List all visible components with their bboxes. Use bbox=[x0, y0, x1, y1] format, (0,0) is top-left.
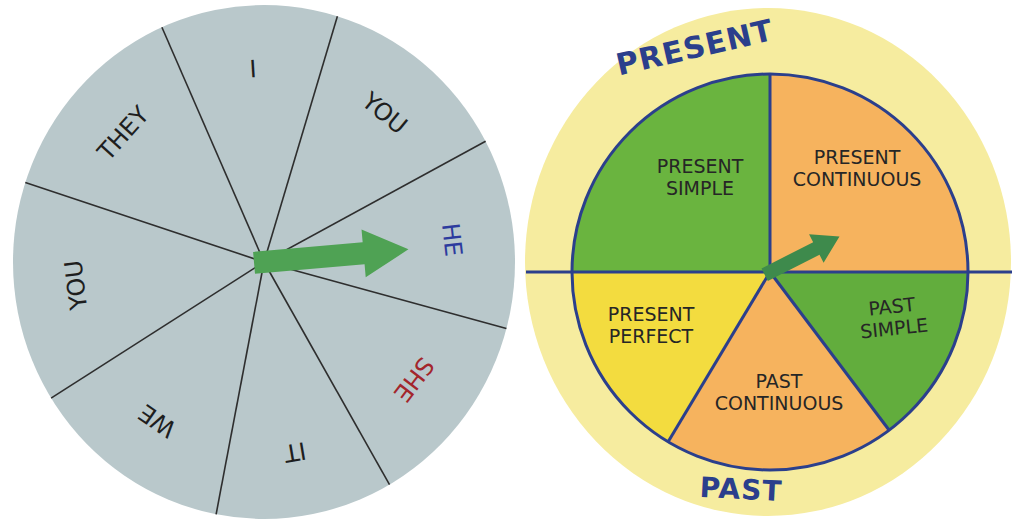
sector-lines bbox=[25, 16, 506, 514]
tense-wheel: PRESENT PAST PRESENT SIMPLE PRESENT CONTINU… bbox=[523, 6, 1013, 518]
heading-holder: PRESENT bbox=[613, 13, 777, 83]
spinner-arrow bbox=[757, 222, 846, 289]
sector-fill bbox=[770, 74, 968, 272]
sector-fill bbox=[572, 74, 770, 272]
sector-label: I bbox=[248, 56, 257, 84]
arrow-shape bbox=[252, 225, 411, 286]
tense-sector: PAST CONTINUOUS bbox=[713, 369, 846, 417]
outer-disc bbox=[525, 8, 1011, 516]
sector-label: IT bbox=[282, 436, 308, 467]
pronoun-sector: I bbox=[246, 54, 259, 86]
tense-sector: PAST SIMPLE bbox=[855, 291, 932, 346]
sector-label: YOU bbox=[61, 259, 94, 312]
sector-line bbox=[162, 27, 264, 262]
sector-label: PAST SIMPLE bbox=[857, 293, 929, 344]
sector-label: PAST CONTINUOUS bbox=[715, 371, 844, 415]
sector-fill bbox=[572, 272, 770, 442]
section-heading: PRESENT bbox=[613, 13, 777, 83]
pronoun-wheel bbox=[13, 5, 515, 519]
tense-sector: PRESENT CONTINUOUS bbox=[791, 145, 924, 193]
divider-line bbox=[769, 74, 772, 272]
divider-line bbox=[668, 272, 770, 442]
pronoun-sector: IT bbox=[280, 434, 311, 469]
tense-sector: PRESENT SIMPLE bbox=[655, 154, 746, 202]
heading-holder: PAST bbox=[699, 472, 783, 508]
tense-sector: PRESENT PERFECT bbox=[606, 302, 697, 350]
sector-line bbox=[264, 262, 390, 485]
sector-line bbox=[264, 262, 506, 329]
section-heading: PAST bbox=[699, 472, 783, 508]
sector-label: PRESENT PERFECT bbox=[608, 304, 695, 348]
sector-label: HE bbox=[435, 222, 466, 258]
sector-line bbox=[25, 183, 264, 262]
sector-label: PRESENT SIMPLE bbox=[657, 156, 744, 200]
sector-label: PRESENT CONTINUOUS bbox=[793, 147, 922, 191]
sector-line bbox=[216, 262, 264, 514]
arrow-shape bbox=[757, 222, 846, 289]
sector-line bbox=[264, 16, 337, 262]
tense-wheel bbox=[525, 8, 1012, 516]
pronoun-sector: HE bbox=[433, 220, 469, 261]
spinner-arrow bbox=[252, 225, 411, 286]
